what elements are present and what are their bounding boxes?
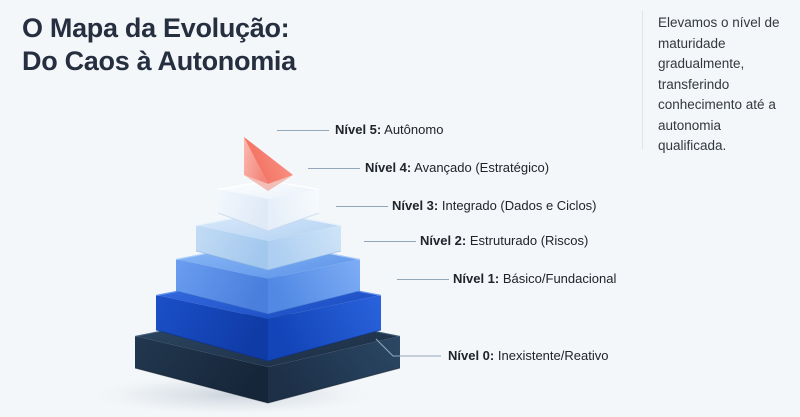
sidebar-note-text: Elevamos o nível de maturidade gradualme… [658,15,780,153]
callout-level-4-name: Avançado (Estratégico) [414,160,550,175]
vertical-divider [642,11,643,149]
callout-level-1-name: Básico/Fundacional [502,271,617,286]
callout-level-2-name: Estruturado (Riscos) [469,233,589,248]
pyramid-tier-5-apex [244,137,293,191]
pyramid-graphic [82,137,401,417]
page-title: O Mapa da Evolução: Do Caos à Autonomia [22,12,622,78]
sidebar-note: Elevamos o nível de maturidade gradualme… [658,13,790,157]
callout-level-0-name: Inexistente/Reativo [497,348,609,363]
maturity-pyramid [0,95,430,417]
callout-label-level-1: Nível 1: Básico/Fundacional [453,272,616,286]
callout-level-3-name: Integrado (Dados e Ciclos) [441,198,597,213]
page-title-line-2: Do Caos à Autonomia [22,46,296,76]
callout-label-level-2: Nível 2: Estruturado (Riscos) [420,234,588,248]
callout-level-1-number: Nível 1: [453,271,500,286]
page-title-line-1: O Mapa da Evolução: [22,13,290,43]
callout-label-level-0: Nível 0: Inexistente/Reativo [448,349,608,363]
callout-level-0-number: Nível 0: [448,348,495,363]
